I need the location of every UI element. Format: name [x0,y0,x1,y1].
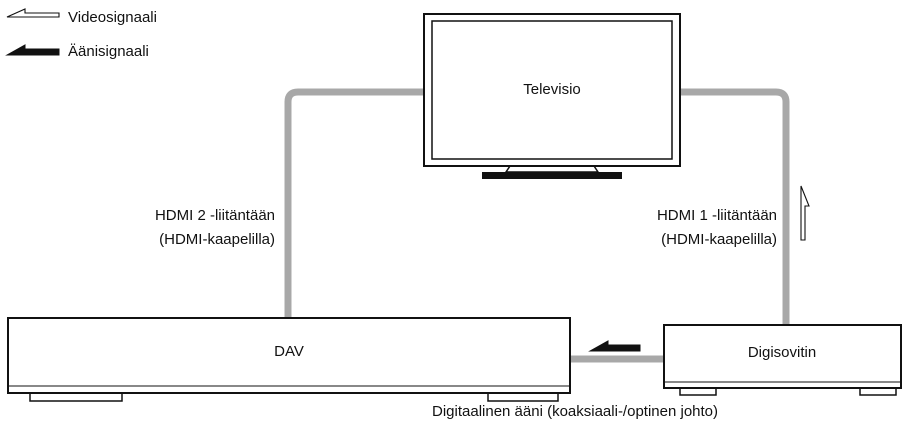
settop-foot-left [679,387,717,396]
settop-body [663,324,902,389]
hdmi1-cable [672,88,790,325]
tv-stand-base [482,172,622,179]
dav-unit: DAV [7,317,571,402]
audio-signal-arrow-icon [5,44,60,56]
hdmi1-connection-label: HDMI 1 -liitäntään (HDMI-kaapelilla) [657,207,777,248]
hdmi2-connection-label: HDMI 2 -liitäntään (HDMI-kaapelilla) [155,207,275,248]
dav-body [7,317,571,394]
hdmi2-cable [284,88,432,318]
hdmi2-label-line2: (HDMI-kaapelilla) [159,231,275,248]
video-signal-arrow-icon [6,8,60,18]
digital-audio-label: Digitaalinen ääni (koaksiaali-/optinen j… [432,403,718,420]
television: Televisio [423,13,681,179]
legend-video-label: Videosignaali [68,9,157,26]
legend-audio-label: Äänisignaali [68,43,149,60]
legend: Videosignaali Äänisignaali [5,8,157,60]
hdmi1-label-line2: (HDMI-kaapelilla) [661,231,777,248]
video-signal-arrow-icon [800,185,810,241]
audio-signal-arrow-icon [588,340,641,352]
dav-foot-right [487,392,559,402]
tv-screen [431,20,673,160]
settop-label: Digisovitin [748,344,816,361]
settop-box: Digisovitin [663,324,902,396]
tv-label: Televisio [523,81,581,98]
hdmi2-label-line1: HDMI 2 -liitäntään [155,207,275,224]
hdmi1-label-line1: HDMI 1 -liitäntään [657,207,777,224]
settop-foot-right [859,387,897,396]
dav-foot-left [29,392,123,402]
dav-label: DAV [274,343,304,360]
